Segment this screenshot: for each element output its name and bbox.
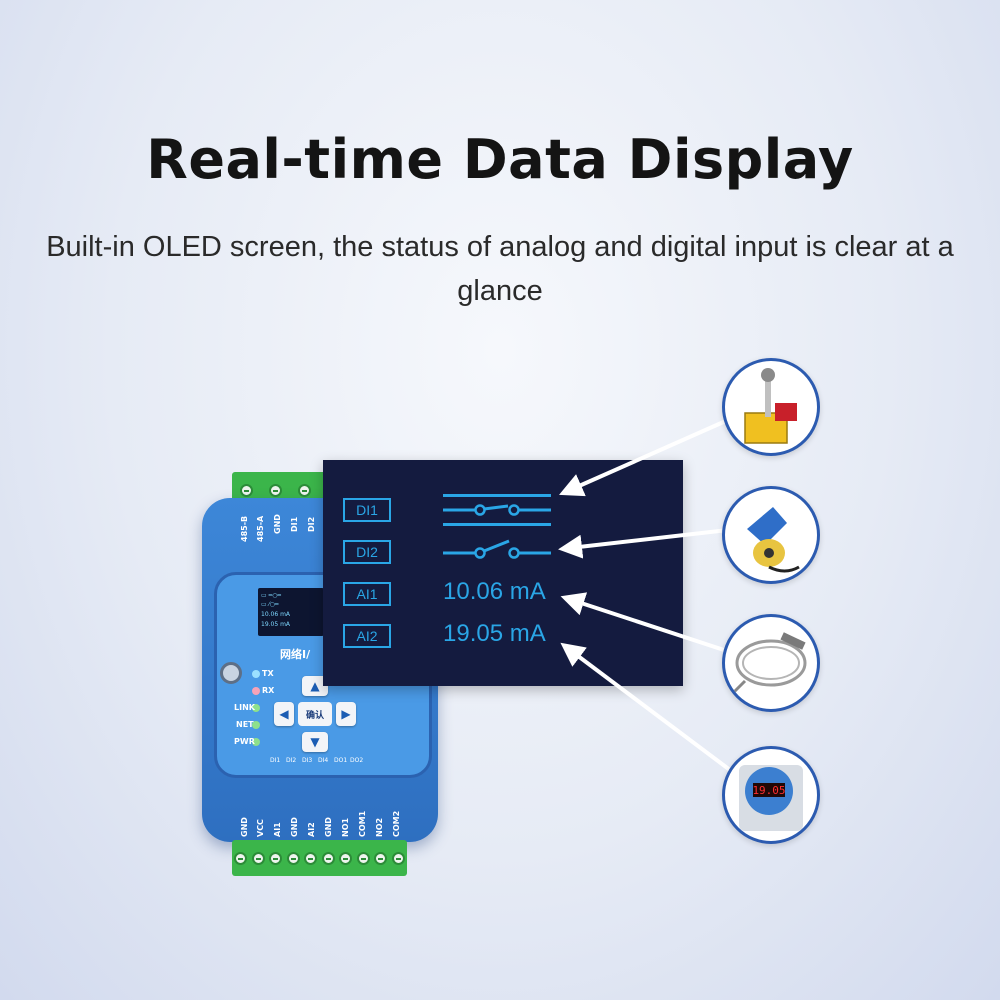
arrow-up-icon: ▲ bbox=[310, 679, 320, 693]
thermocouple-sensor-icon bbox=[722, 614, 820, 712]
pwr-led bbox=[252, 738, 260, 746]
io-label: DO1 bbox=[334, 757, 348, 764]
mini-ai2: 19.05 mA bbox=[261, 621, 291, 628]
terminal-screw bbox=[251, 851, 265, 865]
arrow-ai2 bbox=[560, 642, 732, 772]
ai1-unit: mA bbox=[509, 578, 546, 605]
di1-tag: DI1 bbox=[343, 498, 391, 522]
device-oled-screen: ▭ ━○━ ▭ ⁄○━ 10.06 mA 19.05 mA bbox=[258, 588, 324, 636]
terminal-screw bbox=[298, 483, 312, 497]
float-level-sensor-icon bbox=[722, 486, 820, 584]
arrow-di1 bbox=[559, 418, 729, 497]
pressure-display-readout: 19.05 bbox=[752, 784, 785, 797]
terminal-screw bbox=[356, 851, 370, 865]
page-title: Real-time Data Display bbox=[146, 128, 854, 191]
mini-di1: ▭ ━○━ bbox=[261, 592, 282, 599]
terminal-screw bbox=[240, 483, 254, 497]
terminal-screw bbox=[374, 851, 388, 865]
terminal-screw bbox=[339, 851, 353, 865]
ai1-reading: 10.06 mA bbox=[443, 578, 546, 606]
io-label: DI4 bbox=[318, 757, 329, 764]
terminal-screw bbox=[304, 851, 318, 865]
float-sensor-graphic bbox=[747, 507, 800, 573]
io-label: DI1 bbox=[270, 757, 281, 764]
led-label: TX bbox=[262, 669, 274, 678]
bottom-terminal-block bbox=[232, 840, 407, 876]
rotary-knob[interactable] bbox=[220, 662, 242, 684]
mini-di2: ▭ ⁄○━ bbox=[261, 601, 279, 608]
terminal-screw bbox=[234, 851, 248, 865]
net-led bbox=[252, 721, 260, 729]
io-label: DO2 bbox=[350, 757, 364, 764]
pressure-transmitter-sensor-icon: 19.05 bbox=[722, 746, 820, 844]
led-label: RX bbox=[262, 686, 275, 695]
link-led bbox=[252, 704, 260, 712]
ai2-unit: mA bbox=[509, 620, 546, 647]
up-button[interactable]: ▲ bbox=[302, 676, 328, 696]
arrow-di2 bbox=[558, 528, 729, 559]
io-label: DI3 bbox=[302, 757, 313, 764]
ai2-value: 19.05 bbox=[443, 620, 504, 647]
thermocouple-graphic bbox=[727, 632, 807, 699]
mini-ai1: 10.06 mA bbox=[261, 611, 291, 618]
led-label: LINK bbox=[234, 703, 255, 712]
arrow-ai1 bbox=[560, 592, 731, 654]
pressure-transmitter-graphic: 19.05 bbox=[739, 765, 803, 831]
confirm-button[interactable]: 确认 bbox=[298, 702, 332, 726]
right-button[interactable]: ▶ bbox=[336, 702, 356, 726]
page-subtitle: Built-in OLED screen, the status of anal… bbox=[46, 231, 954, 307]
arrow-left-icon: ◀ bbox=[279, 707, 289, 721]
limit-switch-graphic bbox=[744, 368, 797, 444]
rx-led bbox=[252, 687, 260, 695]
device-logo-text: 网络I/ bbox=[280, 648, 311, 661]
down-button[interactable]: ▼ bbox=[302, 732, 328, 752]
terminal-screw bbox=[269, 483, 283, 497]
left-button[interactable]: ◀ bbox=[274, 702, 294, 726]
ai1-tag: AI1 bbox=[343, 582, 391, 606]
led-label: NET bbox=[236, 720, 254, 729]
arrow-down-icon: ▼ bbox=[310, 735, 320, 749]
tx-led bbox=[252, 670, 260, 678]
di2-tag: DI2 bbox=[343, 540, 391, 564]
di2-open-switch-icon bbox=[443, 539, 551, 559]
terminal-screw bbox=[321, 851, 335, 865]
ai2-reading: 19.05 mA bbox=[443, 620, 546, 648]
arrow-right-icon: ▶ bbox=[341, 707, 351, 721]
ai1-value: 10.06 bbox=[443, 578, 504, 605]
terminal-screw bbox=[269, 851, 283, 865]
ai2-tag: AI2 bbox=[343, 624, 391, 648]
di1-closed-switch-icon bbox=[443, 494, 551, 526]
io-label: DI2 bbox=[286, 757, 297, 764]
oled-zoom-panel: DI1 DI2 AI1 10.06 mA AI2 19.05 mA bbox=[323, 460, 683, 686]
limit-switch-sensor-icon bbox=[722, 358, 820, 456]
terminal-screw bbox=[391, 851, 405, 865]
terminal-screw bbox=[286, 851, 300, 865]
switch-closed-symbol bbox=[443, 504, 551, 516]
led-label: PWR bbox=[234, 737, 255, 746]
